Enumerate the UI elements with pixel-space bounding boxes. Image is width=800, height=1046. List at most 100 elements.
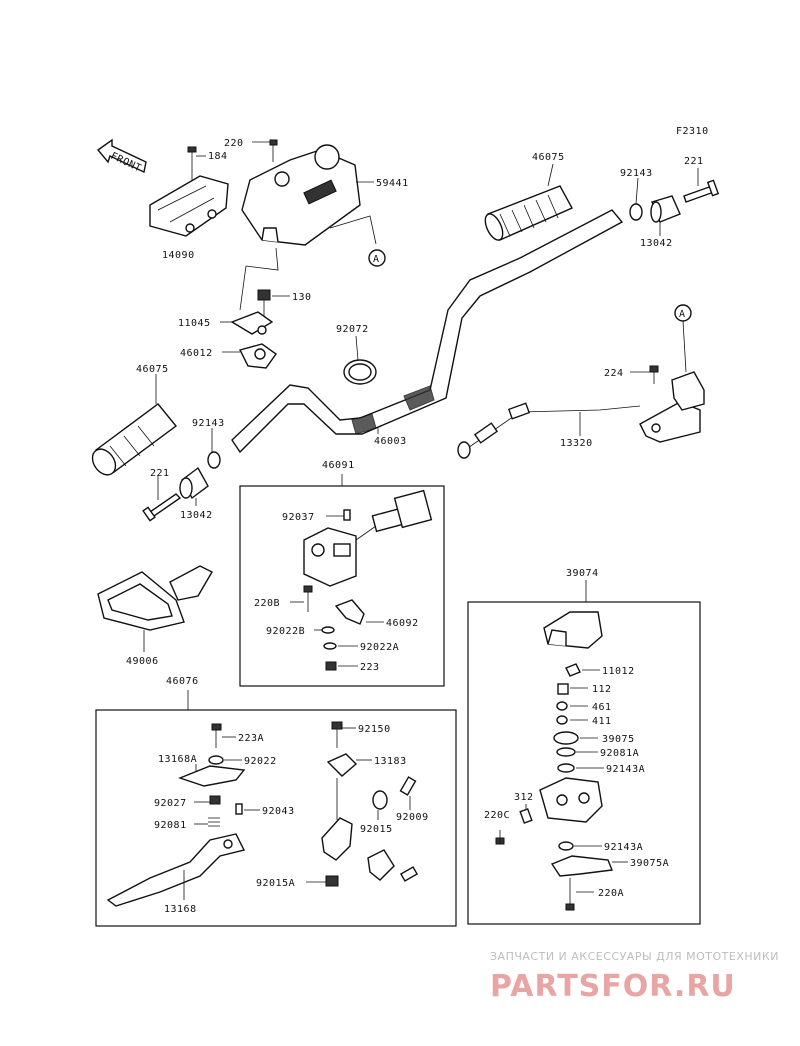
- washer-92143-right[interactable]: [629, 203, 643, 221]
- screw-92150[interactable]: [331, 721, 343, 748]
- label-312: 312: [514, 792, 534, 803]
- switch-housing-39074[interactable]: [539, 777, 603, 823]
- label-14090: 14090: [162, 250, 195, 261]
- label-46076: 46076: [166, 676, 199, 687]
- spring-92081A[interactable]: [556, 747, 576, 757]
- label-13183: 13183: [374, 756, 407, 767]
- label-92143A-top: 92143A: [606, 764, 645, 775]
- washer-411[interactable]: [556, 715, 568, 725]
- nut-92027[interactable]: [209, 795, 221, 805]
- screw-220-top[interactable]: [269, 139, 278, 162]
- bolt-184[interactable]: [187, 146, 197, 180]
- clamp-11045[interactable]: [230, 311, 274, 335]
- washer-92143A-top[interactable]: [557, 763, 575, 773]
- lever-assembly-frame: [95, 709, 457, 927]
- label-92143-right: 92143: [620, 168, 653, 179]
- label-92037: 92037: [282, 512, 315, 523]
- nut-92015A[interactable]: [325, 875, 339, 887]
- washer-92143-left[interactable]: [207, 451, 221, 469]
- label-92143A-bottom: 92143A: [604, 842, 643, 853]
- label-221-left: 221: [150, 468, 170, 479]
- grip-46075-left[interactable]: [88, 403, 178, 479]
- screw-220A[interactable]: [565, 878, 575, 911]
- callout-a-top-letter: A: [373, 254, 380, 265]
- label-13042-right: 13042: [640, 238, 673, 249]
- cover-11012[interactable]: [543, 611, 603, 649]
- lever-holder[interactable]: [321, 817, 419, 882]
- label-92081: 92081: [154, 820, 187, 831]
- label-220C: 220C: [484, 810, 510, 821]
- label-39075: 39075: [602, 734, 635, 745]
- label-46091: 46091: [322, 460, 355, 471]
- bolt-221-left[interactable]: [142, 493, 182, 522]
- label-184: 184: [208, 151, 228, 162]
- label-92072: 92072: [336, 324, 369, 335]
- throttle-housing[interactable]: [639, 371, 705, 443]
- band-92072[interactable]: [343, 359, 377, 385]
- switch-housing-46091[interactable]: [303, 527, 357, 587]
- label-92081A: 92081A: [600, 748, 639, 759]
- label-13168: 13168: [164, 904, 197, 915]
- washer-92143A-bottom[interactable]: [558, 841, 574, 851]
- label-92043: 92043: [262, 806, 295, 817]
- washer-92022[interactable]: [208, 755, 224, 765]
- label-112: 112: [592, 684, 612, 695]
- label-59441: 59441: [376, 178, 409, 189]
- label-49006: 49006: [126, 656, 159, 667]
- washer-92022B[interactable]: [321, 626, 335, 634]
- bolt-221-right[interactable]: [683, 179, 720, 203]
- label-223: 223: [360, 662, 380, 673]
- label-221-right: 221: [684, 156, 704, 167]
- callout-a-top: [368, 249, 386, 267]
- bracket-13168A[interactable]: [177, 765, 246, 787]
- label-220B: 220B: [254, 598, 280, 609]
- label-11045: 11045: [178, 318, 211, 329]
- weight-13042-left[interactable]: [179, 466, 209, 500]
- screw-312[interactable]: [519, 808, 533, 824]
- label-39074: 39074: [566, 568, 599, 579]
- screw-220C[interactable]: [495, 830, 505, 845]
- clamp-46012[interactable]: [238, 343, 277, 369]
- clip-92037[interactable]: [343, 509, 351, 521]
- screw-220B[interactable]: [303, 585, 313, 612]
- washer-92015[interactable]: [372, 790, 388, 810]
- switch-connector[interactable]: [355, 489, 433, 541]
- label-92009: 92009: [396, 812, 429, 823]
- washer-92022A[interactable]: [323, 642, 337, 650]
- guard-49006[interactable]: [97, 565, 213, 631]
- label-11012: 11012: [602, 666, 635, 677]
- weight-13042-right[interactable]: [650, 195, 681, 223]
- watermark-tagline: ЗАПЧАСТИ И АКСЕССУАРЫ ДЛЯ МОТОТЕХНИКИ: [490, 950, 779, 963]
- lever-13168[interactable]: [106, 833, 246, 907]
- nut-461[interactable]: [556, 701, 568, 711]
- label-39075A: 39075A: [630, 858, 669, 869]
- holder-13183[interactable]: [326, 753, 358, 777]
- label-92022B: 92022B: [266, 626, 305, 637]
- bolt-112[interactable]: [557, 683, 569, 695]
- label-461: 461: [592, 702, 612, 713]
- pin-92043[interactable]: [235, 803, 243, 815]
- bracket-cover-14090[interactable]: [149, 175, 229, 237]
- label-220A: 220A: [598, 888, 624, 899]
- label-223A: 223A: [238, 733, 264, 744]
- screw-224[interactable]: [649, 365, 659, 384]
- lever-39075A[interactable]: [550, 855, 613, 877]
- label-92022A: 92022A: [360, 642, 399, 653]
- label-92027: 92027: [154, 798, 187, 809]
- label-220-top: 220: [224, 138, 244, 149]
- bolt-223A[interactable]: [211, 723, 222, 748]
- label-224: 224: [604, 368, 624, 379]
- lever-46092[interactable]: [334, 599, 365, 625]
- nut-223[interactable]: [325, 661, 337, 671]
- plate-39075[interactable]: [553, 731, 579, 745]
- handlebar-cover-59441[interactable]: [241, 144, 361, 246]
- figure-code: F2310: [676, 126, 709, 137]
- label-92022: 92022: [244, 756, 277, 767]
- clip-11012[interactable]: [565, 663, 581, 677]
- handlebar-46003[interactable]: [231, 209, 624, 454]
- bolt-92009[interactable]: [399, 776, 417, 796]
- spring-92081[interactable]: [208, 817, 220, 827]
- throttle-cable-13320[interactable]: [457, 402, 641, 459]
- label-46075-right: 46075: [532, 152, 565, 163]
- grip-46075-right[interactable]: [482, 185, 573, 243]
